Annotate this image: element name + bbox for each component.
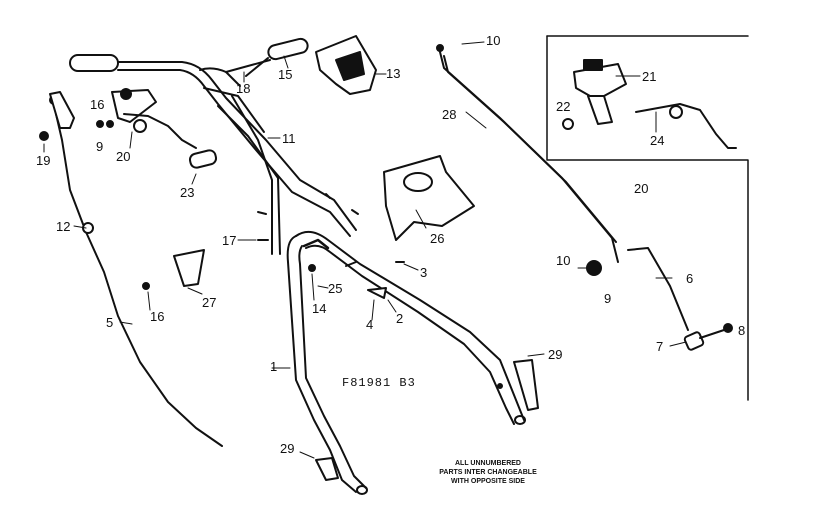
bracket-part-29 (315, 359, 539, 481)
callout-4: 4 (366, 317, 374, 332)
leader-lines (43, 41, 687, 459)
callout-5: 5 (106, 315, 114, 330)
note-line-1: ALL UNNUMBERED (455, 460, 521, 467)
callout-9-left: 9 (96, 139, 104, 154)
callout-8: 8 (738, 323, 746, 338)
callout-26: 26 (430, 231, 445, 246)
inset-bracket-part-21 (573, 59, 627, 125)
callout-2: 2 (396, 311, 404, 326)
hardware-fasteners (39, 120, 602, 299)
callout-16-left: 16 (90, 97, 105, 112)
cap-part-27 (173, 249, 205, 287)
callout-25: 25 (328, 281, 343, 296)
callout-20-inset: 20 (634, 181, 649, 196)
note-line-2: PARTS INTER CHANGEABLE (439, 468, 537, 476)
callout-21: 21 (642, 69, 657, 84)
callout-10-right: 10 (556, 253, 571, 268)
callout-9-right: 9 (604, 291, 612, 306)
callout-29-right: 29 (548, 347, 563, 362)
callout-18: 18 (236, 81, 251, 96)
note-line-3: WITH OPPOSITE SIDE (451, 477, 525, 485)
callout-16-right: 16 (150, 309, 165, 324)
callout-7: 7 (656, 339, 664, 354)
callout-22: 22 (556, 99, 571, 114)
cable-part-5 (49, 91, 223, 447)
callout-29-left: 29 (280, 441, 295, 456)
callout-11: 11 (282, 131, 296, 146)
callout-10-top: 10 (486, 33, 501, 48)
grip-plate-part-13 (315, 35, 377, 95)
callout-24: 24 (650, 133, 665, 148)
callout-27: 27 (202, 295, 217, 310)
callout-13: 13 (386, 66, 401, 81)
lower-handle-part-1 (286, 230, 526, 495)
callout-15: 15 (278, 67, 293, 82)
callout-1: 1 (270, 359, 278, 374)
diagram-code: F81981 B3 (342, 376, 416, 390)
inset-frame (546, 35, 749, 401)
fitting-part-7-8 (683, 323, 733, 351)
callout-28: 28 (442, 107, 457, 122)
callout-12: 12 (56, 219, 71, 234)
callout-14: 14 (312, 301, 327, 316)
callout-17: 17 (222, 233, 237, 248)
upper-handle-part-11 (69, 37, 357, 255)
control-rod-part-28 (436, 44, 619, 263)
callout-6: 6 (686, 271, 694, 286)
inset-crank-part-24 (562, 103, 737, 149)
callout-20-left: 20 (116, 149, 131, 164)
yoke-bracket-part-26 (383, 155, 475, 241)
unnumbered-parts-note: ALL UNNUMBERED PARTS INTER CHANGEABLE WI… (414, 460, 562, 486)
callout-3: 3 (420, 265, 428, 280)
callout-23: 23 (180, 185, 195, 200)
callout-19: 19 (36, 153, 51, 168)
control-lever-part-20-left (111, 88, 218, 169)
rod-part-6 (627, 247, 689, 331)
